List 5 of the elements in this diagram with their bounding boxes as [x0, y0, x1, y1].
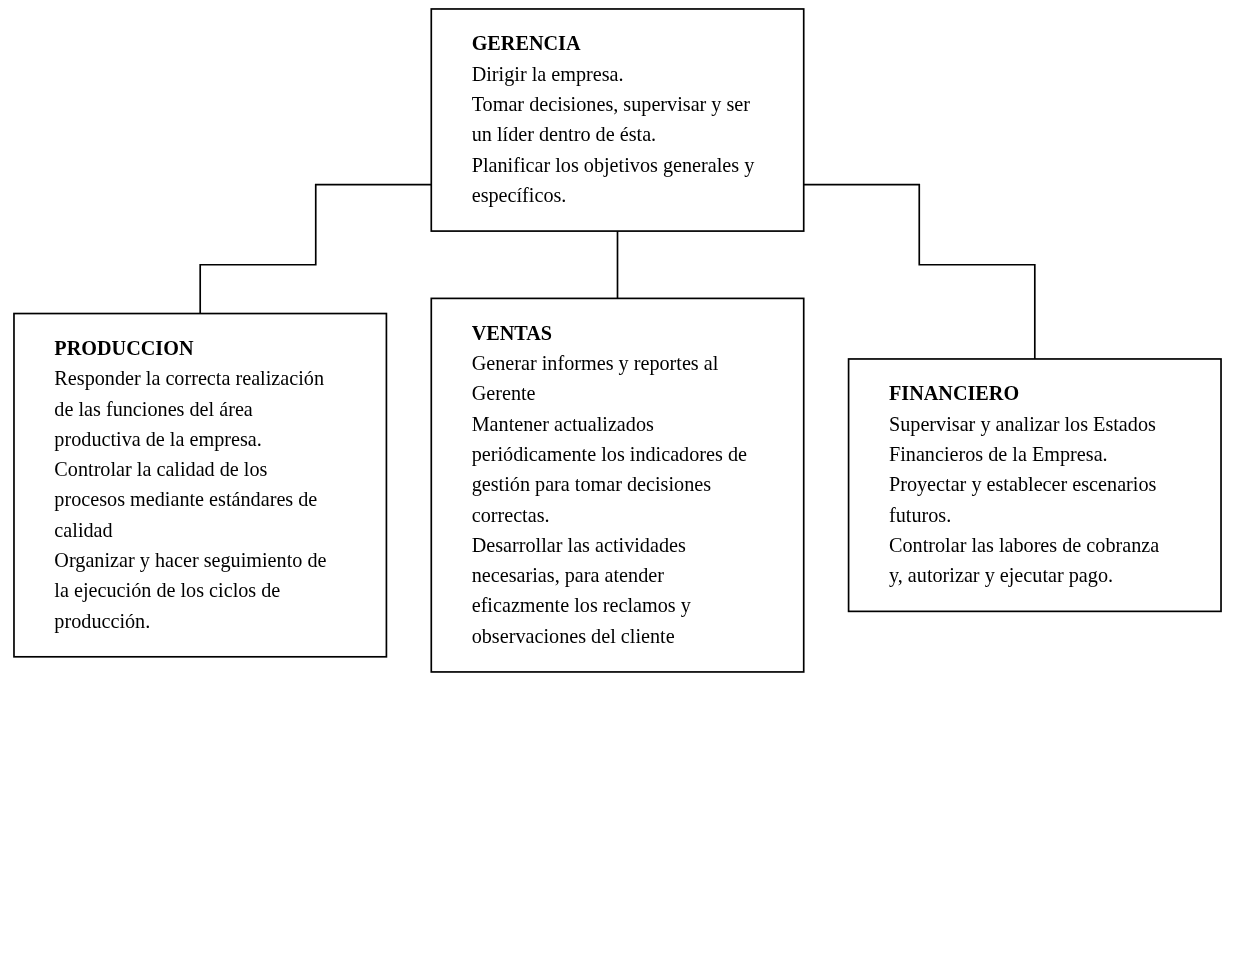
- connector: [616, 230, 619, 300]
- node-box: PRODUCCION Responder la correcta realización de las funciones del área productiva de la empresa. Controlar la calidad de los procesos mediante estándares de calidad Organizar y hacer seguimiento de la ejecución de los ciclos de producción.: [13, 312, 388, 658]
- node-box: GERENCIA Dirigir la empresa. Tomar decisiones, supervisar y ser un líder dentro de ésta. Planificar los objetivos generales y específicos.: [430, 8, 805, 232]
- node-box: FINANCIERO Supervisar y analizar los Estados Financieros de la Empresa. Proyectar y establecer escenarios futuros. Controlar las labores de cobranza y, autorizar y ejecutar pago.: [847, 358, 1222, 613]
- node-box: VENTAS Generar informes y reportes al Gerente Mantener actualizados periódicamente los indicadores de gestión para tomar decisiones correctas. Desarrollar las actividades necesarias, para atender eficazmente los reclamos y observaciones del cliente: [430, 297, 805, 673]
